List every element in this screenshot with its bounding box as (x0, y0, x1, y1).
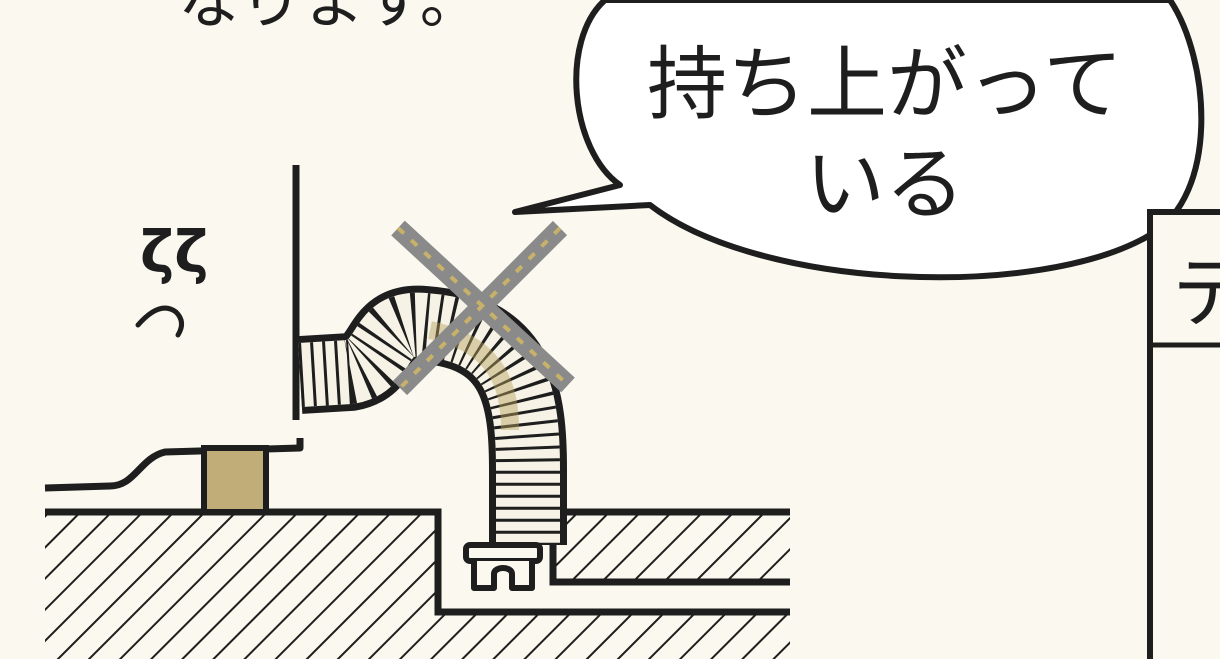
machine-foot (201, 445, 269, 515)
cross-mark (391, 220, 575, 396)
callout-line-2: いる (805, 138, 965, 231)
floor-right-slab (549, 508, 790, 586)
pan-edge (44, 438, 304, 492)
top-text: なります。 (178, 0, 482, 37)
side-panel: テ (1147, 209, 1220, 659)
side-panel-glyph: テ (1172, 249, 1220, 339)
sound-glyphs: ζζ (140, 218, 209, 286)
speech-bubble: 持ち上がって いる (512, 0, 1205, 281)
sound-marks: ζζ (135, 218, 209, 338)
drain-fitting (463, 542, 543, 591)
callout-line-1: 持ち上がって (647, 38, 1123, 131)
